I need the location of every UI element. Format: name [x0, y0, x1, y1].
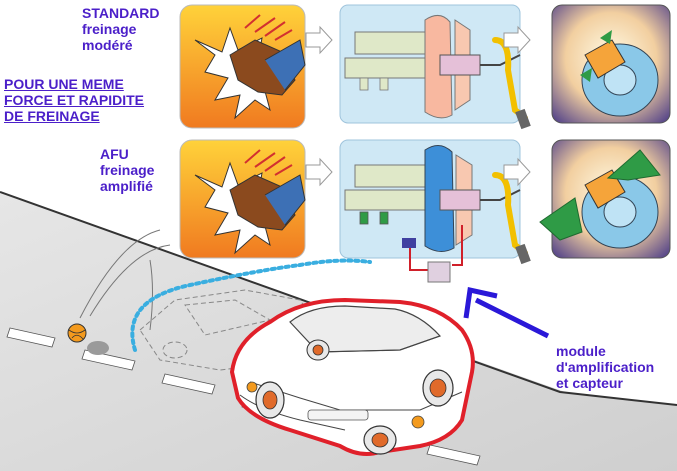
label-afu-line3: amplifié: [100, 178, 153, 194]
brake-disc-icon: [551, 4, 671, 124]
car-icon: [229, 297, 475, 456]
label-module: module d'amplification et capteur: [556, 343, 654, 391]
label-same-force-line2: FORCE ET RAPIDITE: [4, 92, 145, 108]
label-standard: STANDARD freinage modéré: [82, 5, 160, 53]
right-arrow-icon: [305, 157, 333, 187]
ball-motion-lines: [79, 229, 171, 331]
amplification-module-icon: [427, 261, 451, 283]
right-arrow-icon: [503, 157, 531, 187]
trajectory-line: [130, 258, 372, 352]
foot-on-pedal-icon: [179, 4, 306, 129]
car-wheel-rear-right: [422, 369, 454, 407]
label-module-line3: et capteur: [556, 375, 623, 391]
row-standard: [179, 4, 671, 130]
right-arrow-icon: [503, 25, 531, 55]
foot-on-pedal-icon: [179, 139, 306, 259]
brake-disc-icon: [539, 139, 671, 259]
pointer-arrow-icon: [463, 286, 550, 339]
ball-icon: [67, 323, 109, 355]
label-standard-line1: STANDARD: [82, 5, 160, 21]
brake-booster-icon: [339, 4, 531, 130]
label-standard-line2: freinage: [82, 21, 137, 37]
label-afu-line1: AFU: [100, 146, 129, 162]
right-arrow-icon: [305, 25, 333, 55]
car-wheel-front-left: [255, 381, 285, 419]
label-same-force: POUR UNE MEME FORCE ET RAPIDITE DE FREIN…: [4, 76, 144, 124]
row-afu: [179, 139, 671, 271]
label-module-line2: d'amplification: [556, 359, 655, 375]
label-same-force-line1: POUR UNE MEME: [4, 76, 124, 92]
label-same-force-line3: DE FREINAGE: [4, 108, 100, 124]
label-afu-line2: freinage: [100, 162, 155, 178]
car-wheel-front-right: [363, 425, 397, 455]
label-module-line1: module: [556, 343, 606, 359]
car-wheel-rear-left: [306, 339, 330, 361]
label-standard-line3: modéré: [82, 37, 133, 53]
label-afu: AFU freinage amplifié: [100, 146, 154, 194]
brake-booster-icon: [339, 139, 531, 271]
